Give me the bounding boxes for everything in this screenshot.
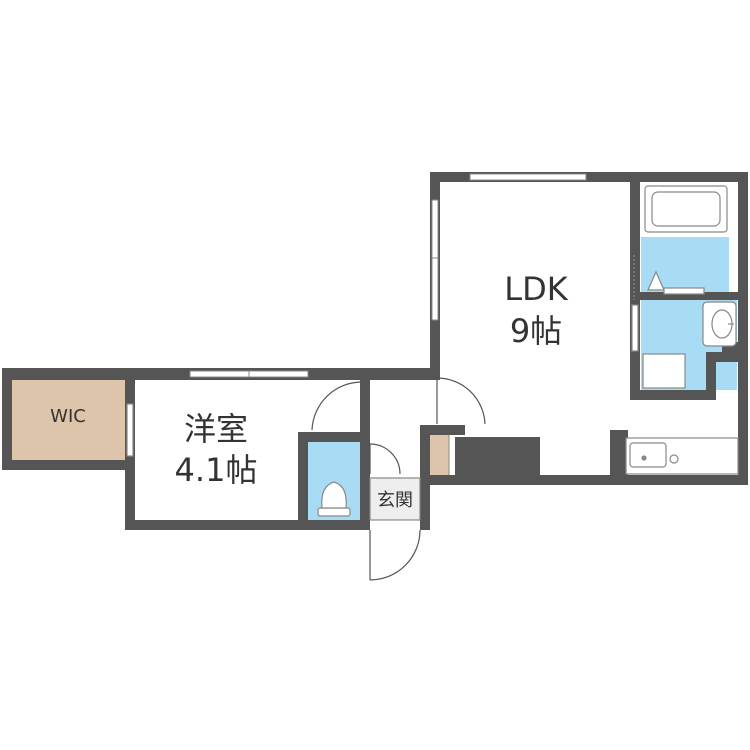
entrance-floor [369, 477, 421, 521]
stove-icon [669, 454, 679, 464]
window-ldk-left [431, 199, 439, 321]
ldk-name: LDK [504, 270, 568, 308]
wic-floor [12, 378, 128, 462]
fixtures [317, 185, 739, 521]
entrance-door [369, 529, 421, 581]
entrance-label: 玄関 [377, 490, 413, 511]
ldk-door [436, 377, 486, 425]
ldk-size: 9帖 [510, 312, 562, 350]
western-room-name: 洋室 [184, 410, 248, 448]
shower-mark [647, 270, 665, 291]
window-ldk-top [469, 173, 587, 181]
walls [2, 172, 748, 530]
wic-door [126, 403, 134, 457]
labels: LDK 9帖 洋室 4.1帖 WIC 玄関 [50, 270, 569, 511]
kitchen-sink [629, 442, 667, 468]
western-room-door [311, 381, 363, 431]
windows [189, 173, 587, 378]
toilet-icon [321, 481, 347, 509]
western-room-size: 4.1帖 [175, 451, 258, 489]
storage-areas [12, 378, 450, 478]
wic-label: WIC [50, 406, 86, 427]
toilet-door [369, 443, 401, 475]
washroom-door [631, 304, 639, 352]
toilet-tank [317, 507, 351, 517]
doors [126, 255, 639, 581]
washing-machine-space [642, 353, 686, 389]
